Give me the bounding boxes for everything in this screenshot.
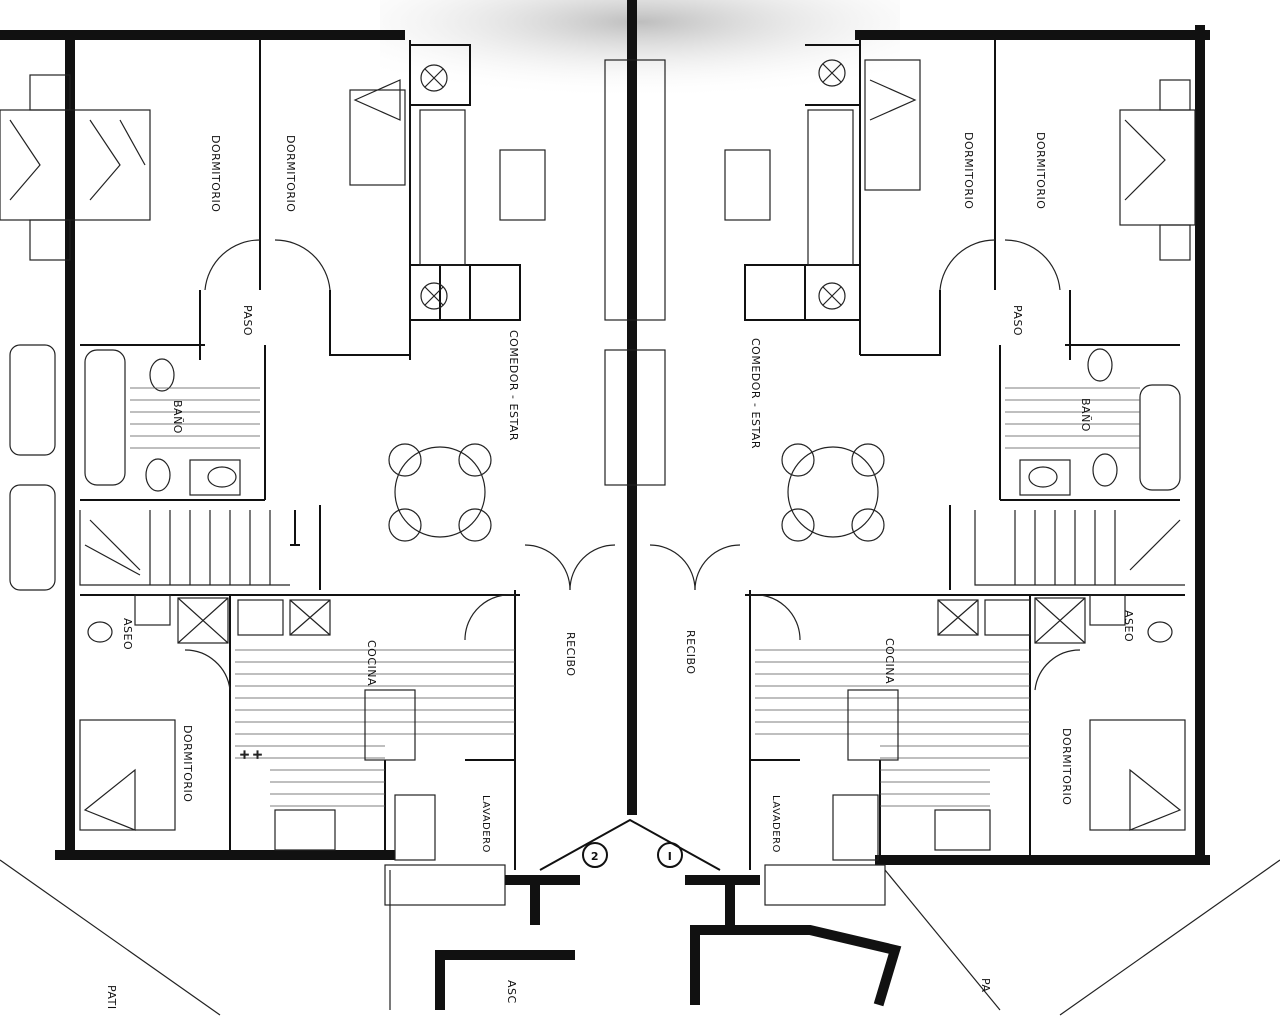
exterior-label-patio-right: PA bbox=[979, 978, 992, 992]
room-label-left-paso: PASO bbox=[241, 305, 254, 336]
room-label-right-bano: BAÑO bbox=[1079, 398, 1092, 432]
svg-text:+ +: + + bbox=[240, 747, 262, 764]
room-label-left-dormitorio-2: DORMITORIO bbox=[284, 135, 297, 212]
room-label-right-cocina: COCINA bbox=[883, 638, 896, 684]
unit-marker-left bbox=[582, 842, 608, 868]
room-label-right-dormitorio-2: DORMITORIO bbox=[962, 132, 975, 209]
room-label-right-paso: PASO bbox=[1011, 305, 1024, 336]
room-label-right-dormitorio-3: DORMITORIO bbox=[1060, 728, 1073, 805]
room-label-right-aseo: ASEO bbox=[1122, 610, 1135, 642]
room-label-left-comedor-estar: COMEDOR - ESTAR bbox=[507, 330, 520, 441]
room-label-left-bano: BAÑO bbox=[171, 400, 184, 434]
left-unit: + + bbox=[0, 0, 721, 1016]
unit-marker-right-label: I bbox=[668, 850, 673, 863]
room-label-left-recibo: RECIBO bbox=[564, 632, 577, 677]
room-label-left-dormitorio-master: DORMITORIO bbox=[209, 135, 222, 212]
scan-shadow bbox=[380, 0, 900, 110]
exterior-label-ascensor: ASC bbox=[505, 980, 518, 1004]
right-unit bbox=[649, 25, 1280, 1016]
room-label-left-aseo: ASEO bbox=[121, 618, 134, 650]
room-label-right-recibo: RECIBO bbox=[684, 630, 697, 675]
room-label-right-lavadero: LAVADERO bbox=[770, 795, 781, 853]
room-label-left-lavadero: LAVADERO bbox=[480, 795, 491, 853]
light-well-window bbox=[604, 349, 666, 486]
room-label-left-cocina: COCINA bbox=[365, 640, 378, 686]
light-well-window bbox=[604, 59, 666, 321]
room-label-right-dormitorio-master: DORMITORIO bbox=[1034, 132, 1047, 209]
room-label-right-comedor-estar: COMEDOR - ESTAR bbox=[749, 338, 762, 449]
exterior-label-patio-left: PATI bbox=[105, 985, 118, 1010]
room-label-left-dormitorio-3: DORMITORIO bbox=[181, 725, 194, 802]
unit-marker-left-label: 2 bbox=[591, 850, 599, 863]
unit-marker-right bbox=[657, 842, 683, 868]
